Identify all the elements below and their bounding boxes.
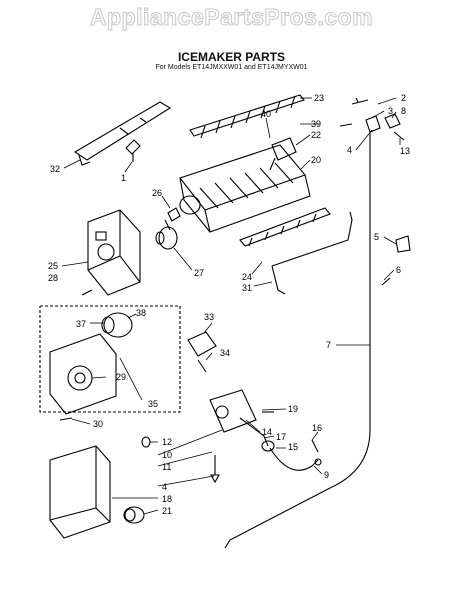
part-32-bracket: [73, 101, 172, 166]
callout-37: 37: [76, 319, 86, 329]
kit-enclosure: [39, 305, 181, 413]
callout-4-upper: 4: [347, 145, 352, 155]
callout-10: 10: [162, 450, 172, 460]
part-6-screw: [381, 277, 391, 286]
callout-24: 24: [242, 272, 252, 282]
callout-27: 27: [194, 268, 204, 278]
part-5-clip: [395, 235, 411, 253]
part-18-cover: [49, 445, 111, 539]
callout-15: 15: [288, 442, 298, 452]
diagram-title: ICEMAKER PARTS: [177, 50, 286, 64]
leader-lines: [61, 97, 401, 515]
part-21-knob: [123, 506, 145, 524]
callout-40: 40: [261, 109, 271, 119]
callout-5: 5: [374, 232, 379, 242]
callout-6: 6: [396, 265, 401, 275]
part-29-module: [49, 333, 117, 415]
callout-19: 19: [288, 404, 298, 414]
callout-22: 22: [311, 130, 321, 140]
callout-30: 30: [93, 419, 103, 429]
callout-38: 38: [136, 308, 146, 318]
callout-34: 34: [220, 348, 230, 358]
callout-35: 35: [148, 399, 158, 409]
callout-16: 16: [312, 423, 322, 433]
part-30-screw: [59, 417, 73, 421]
part-26-screw: [164, 207, 181, 231]
callout-25: 25: [48, 261, 58, 271]
part-1-screw: [125, 139, 141, 162]
part-24-stripper: [239, 207, 331, 247]
water-valve-assembly: [209, 389, 275, 452]
callout-23: 23: [314, 93, 324, 103]
callout-numbers: 23 2 3 8 40 39 22 20 13 32 1 26 4 5 25 2…: [48, 93, 410, 516]
part-33-bracket: [187, 331, 217, 357]
diagram-subtitle: For Models ET14JMXXW01 and ET14JMYXW01: [155, 64, 308, 71]
callout-13: 13: [400, 146, 410, 156]
callout-39: 39: [311, 119, 321, 129]
part-25-housing: [87, 209, 141, 296]
part-7-fill-tube: [224, 132, 371, 549]
callout-11: 11: [162, 462, 171, 472]
part-12-grommet: [141, 436, 151, 448]
callout-18: 18: [162, 494, 172, 504]
callout-33: 33: [204, 312, 214, 322]
callout-31: 31: [242, 283, 252, 293]
callout-8: 8: [401, 106, 406, 116]
callout-28: 28: [48, 273, 58, 283]
part-23-ejector: [189, 94, 305, 139]
part-4-nozzle: [210, 455, 220, 484]
part-22-shutoff-arm: [269, 137, 297, 171]
part-31-bail-arm: [271, 211, 353, 295]
part-27-motor: [155, 226, 178, 250]
callout-17: 17: [276, 432, 286, 442]
part-2-3-8-fittings: [339, 97, 405, 141]
callout-2: 2: [401, 93, 406, 103]
callout-1: 1: [121, 173, 126, 183]
part-9-15-16-tube: [269, 439, 322, 471]
callout-32: 32: [50, 164, 60, 174]
callout-3: 3: [388, 106, 393, 116]
callout-29: 29: [116, 372, 126, 382]
part-34-screw: [197, 359, 207, 373]
callout-7: 7: [326, 340, 331, 350]
callout-21: 21: [162, 506, 172, 516]
callout-20: 20: [311, 155, 321, 165]
callout-4-lower: 4: [162, 482, 167, 492]
watermark: AppliancePartsPros.com: [89, 4, 374, 31]
callout-12: 12: [162, 437, 172, 447]
callout-9: 9: [324, 470, 329, 480]
part-20-mold: [179, 144, 311, 233]
callout-14: 14: [262, 427, 272, 437]
part-37-motor: [101, 312, 133, 338]
callout-26: 26: [152, 188, 162, 198]
part-28-screw: [81, 289, 93, 296]
